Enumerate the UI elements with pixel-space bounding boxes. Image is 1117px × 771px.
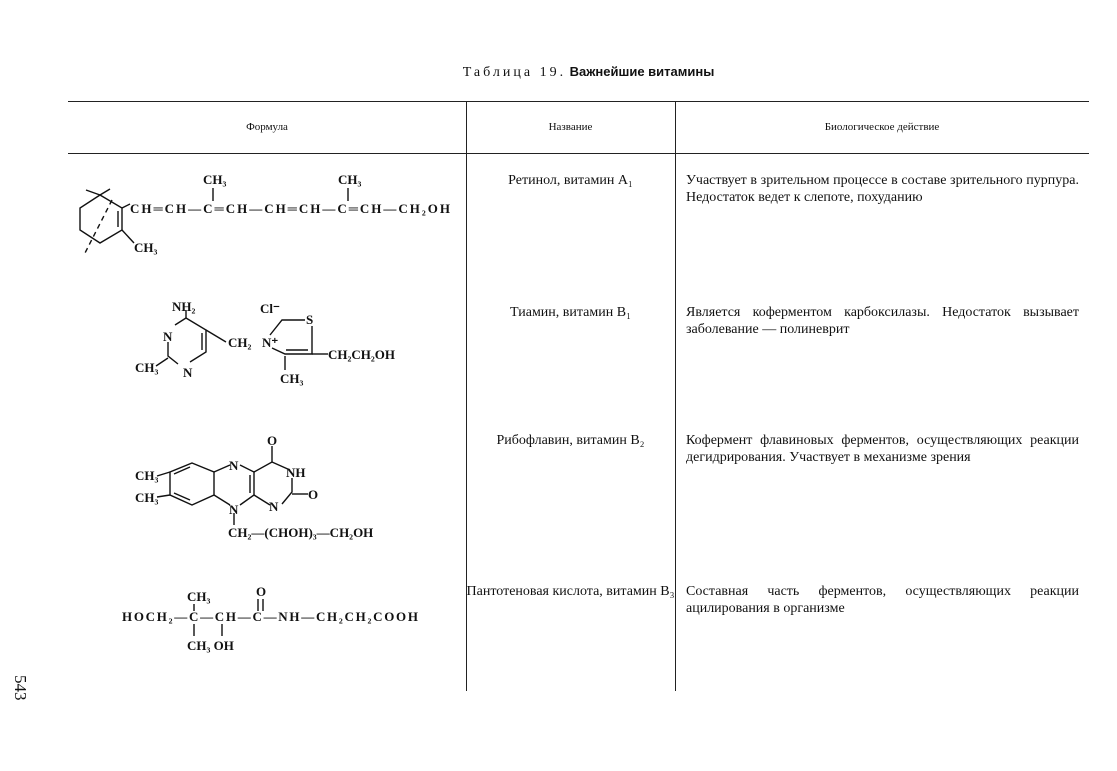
methyl-label: CH₃ bbox=[203, 172, 227, 187]
table-top-rule bbox=[68, 101, 1089, 102]
header-action: Биологическое действие bbox=[824, 121, 940, 133]
oxygen-label: O bbox=[267, 433, 277, 448]
vitamin-action: Составная часть ферментов, осуществляющи… bbox=[686, 584, 1079, 616]
thiamin-formula: NH₂ N N CH₃ CH₂ N⁺ Cl⁻ S CH₂CH₂OH CH₃ bbox=[135, 299, 395, 386]
vitamin-name: Рибофлавин, витамин B₂ bbox=[496, 433, 645, 448]
methyl-label: CH₃ bbox=[338, 172, 362, 187]
vitamin-name: Пантотеновая кислота, витамин B₃ bbox=[466, 584, 675, 599]
methyl-label: CH₃ bbox=[134, 240, 158, 255]
pantothenic-formula: HOCH₂—C—CH—C—NH—CH₂CH₂COOH CH₃ O CH₃ OH bbox=[122, 584, 418, 653]
header-formula: Формула bbox=[246, 121, 288, 133]
side-chain-label: CH₂CH₂OH bbox=[328, 347, 395, 362]
column-divider bbox=[675, 101, 676, 691]
vitamin-action: Участвует в зрительном процессе в состав… bbox=[686, 173, 1079, 205]
methyl-hydroxyl-label: CH₃ OH bbox=[187, 638, 234, 653]
nh-label: NH bbox=[286, 465, 306, 480]
oxygen-label: O bbox=[256, 584, 266, 599]
chloride-label: Cl⁻ bbox=[260, 301, 280, 316]
methyl-label: CH₃ bbox=[135, 360, 159, 375]
benzene-ring bbox=[169, 462, 215, 506]
nitrogen-label: N bbox=[229, 458, 239, 473]
nitrogen-label: N bbox=[163, 329, 173, 344]
nitrogen-plus-label: N⁺ bbox=[262, 335, 278, 350]
methylene-label: CH₂ bbox=[228, 335, 252, 350]
table-title: Таблица 19. Важнейшие витамины bbox=[462, 64, 715, 80]
nitrogen-label: N bbox=[183, 365, 193, 380]
retinol-formula: CH═CH—C═CH—CH═CH—C═CH—CH₂OH CH₃ CH₃ CH₃ bbox=[79, 172, 450, 256]
amino-label: NH₂ bbox=[172, 299, 196, 314]
column-divider bbox=[466, 101, 467, 691]
riboflavin-formula: CH₃ CH₃ N N O NH O N CH₂—(CHOH)₃—CH₂OH bbox=[135, 433, 373, 540]
retinol-chain: CH═CH—C═CH—CH═CH—C═CH—CH₂OH bbox=[130, 201, 450, 216]
vitamin-action: Является коферментом карбоксилазы. Недос… bbox=[686, 305, 1079, 337]
nitrogen-label: N bbox=[269, 499, 279, 514]
methyl-label: CH₃ bbox=[135, 490, 159, 505]
header-rule bbox=[68, 153, 1089, 154]
oxygen-label: O bbox=[308, 487, 318, 502]
methyl-label: CH₃ bbox=[187, 589, 211, 604]
pantothenic-chain: HOCH₂—C—CH—C—NH—CH₂CH₂COOH bbox=[122, 609, 418, 624]
header-name: Название bbox=[548, 121, 593, 133]
nitrogen-label: N bbox=[229, 502, 239, 517]
methyl-label: CH₃ bbox=[135, 468, 159, 483]
vitamin-name: Ретинол, витамин A₁ bbox=[508, 173, 633, 188]
vitamin-action: Кофермент флавиновых ферментов, осуществ… bbox=[686, 433, 1079, 465]
methyl-label: CH₃ bbox=[280, 371, 304, 386]
ribityl-chain: CH₂—(CHOH)₃—CH₂OH bbox=[228, 525, 373, 540]
vitamin-name: Тиамин, витамин B₁ bbox=[510, 305, 631, 320]
sulfur-label: S bbox=[306, 312, 313, 327]
cyclohexene-ring bbox=[79, 194, 123, 244]
